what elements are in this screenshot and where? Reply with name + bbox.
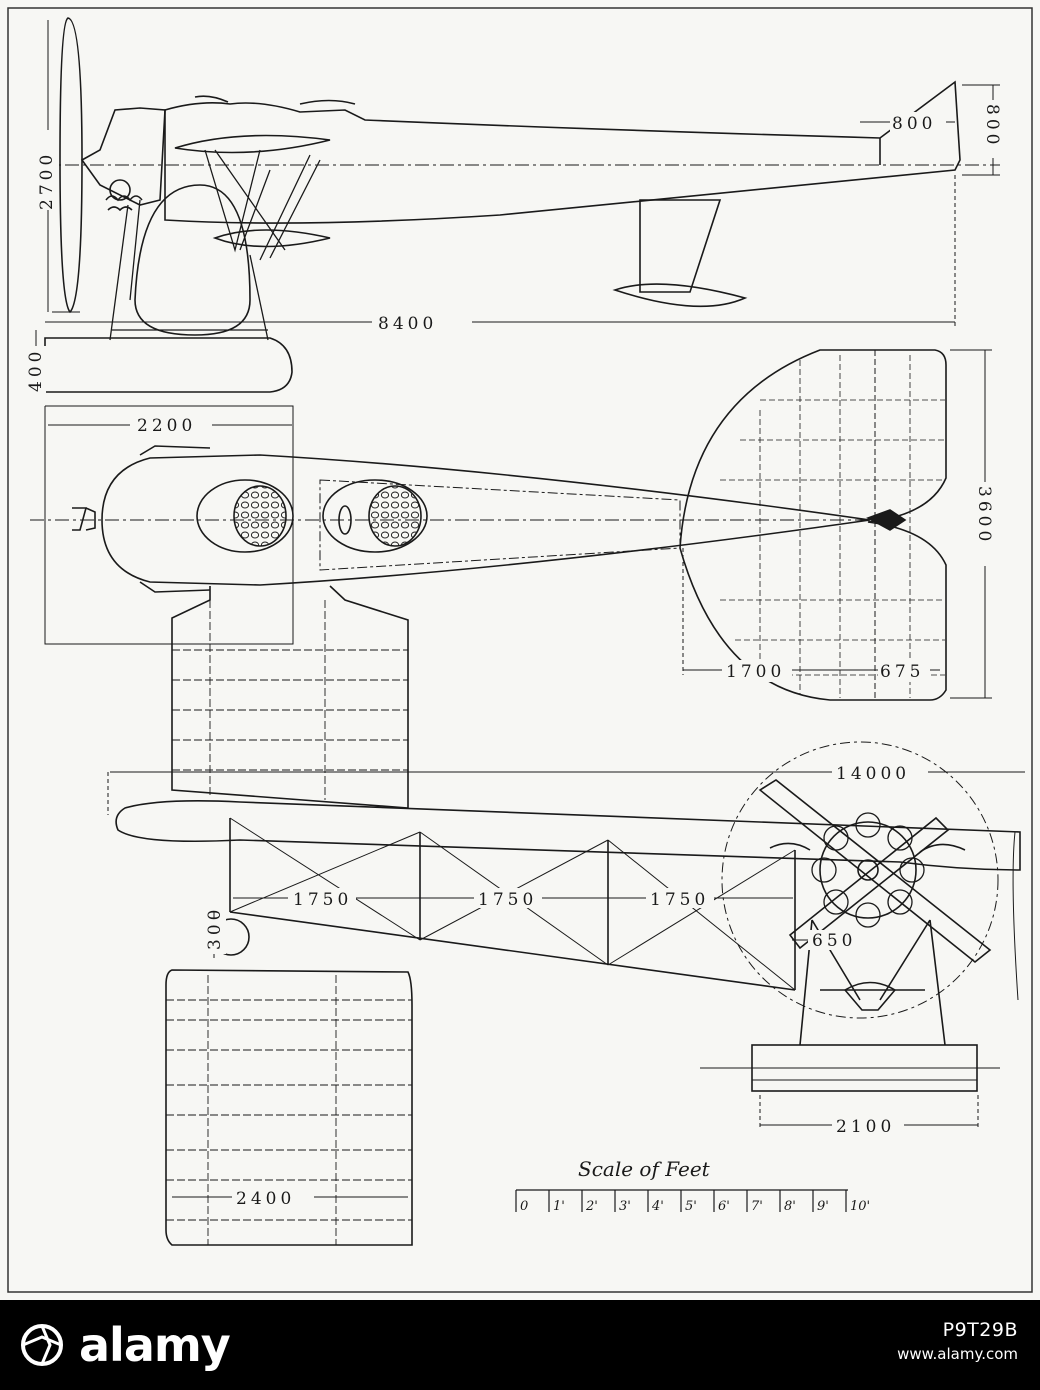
image-credit: P9T29B www.alamy.com — [897, 1318, 1018, 1364]
plan-dimension-labels: 2200 3600 1700 675 — [130, 414, 997, 682]
footer-bar: alamy P9T29B www.alamy.com — [0, 1300, 1040, 1390]
plan-nose-frame — [44, 405, 294, 645]
scale-tick-label: 8' — [784, 1199, 796, 1214]
scale-tick-label: 9' — [817, 1199, 829, 1214]
dim-label-400: 400 — [26, 348, 46, 392]
side-wheel-arch — [134, 184, 251, 336]
site-url: www.alamy.com — [897, 1344, 1018, 1363]
dim-label-2400: 2400 — [236, 1189, 295, 1209]
front-lower-spar — [229, 911, 796, 991]
plan-control-column — [338, 505, 352, 535]
dim-label-800-v: 800 — [982, 104, 1002, 148]
side-engine-cylinder — [109, 179, 131, 201]
dim-label-1750-c: 1750 — [650, 890, 709, 910]
front-engine-hub — [857, 859, 879, 881]
scale-tick-label: 10' — [850, 1199, 870, 1214]
plan-wing-ribs — [172, 600, 408, 800]
dim-label-675: 675 — [880, 662, 924, 682]
dim-label-8400: 8400 — [378, 314, 437, 334]
side-struts — [204, 149, 321, 261]
front-elevation — [115, 741, 1021, 1092]
front-wing-right-edge — [1012, 831, 1019, 1001]
side-wing-section — [174, 134, 331, 154]
dim-label-1750-b: 1750 — [478, 890, 537, 910]
dim-label-1750-a: 1750 — [293, 890, 352, 910]
plan-exhausts — [139, 445, 211, 593]
scale-title: Scale of Feet — [578, 1157, 711, 1181]
scale-of-feet: Scale of Feet 0 1' 2' 3' 4' 5' 6' 7' 8' 9' 10' — [515, 1157, 870, 1214]
side-tail-gear — [639, 199, 722, 293]
side-axle-fairing — [212, 229, 331, 248]
dim-label-2200: 2200 — [137, 416, 196, 436]
side-elevation — [40, 17, 1000, 393]
plan-dimensions — [48, 349, 992, 699]
front-propeller-blade-a — [758, 779, 992, 964]
plan-cockpit-front — [196, 479, 294, 553]
dim-label-2100: 2100 — [836, 1117, 895, 1137]
dim-label-3600: 3600 — [974, 486, 994, 545]
front-wing — [115, 800, 1021, 871]
image-id: P9T29B — [942, 1319, 1018, 1341]
dim-label-1700: 1700 — [726, 662, 785, 682]
front-gear-legs — [799, 919, 946, 1046]
wing-plan-panel — [165, 969, 413, 1246]
engineering-drawing: 2700 800 800 8400 400 — [0, 0, 1040, 1300]
side-float — [44, 337, 293, 393]
wing-panel-ribs — [166, 975, 412, 1245]
scale-tick-label: 0 — [520, 1199, 528, 1214]
front-float-lines — [700, 1067, 1000, 1081]
drawing-border — [7, 7, 1033, 1293]
wing-panel-outline — [165, 969, 413, 1246]
plan-view — [30, 349, 947, 809]
side-gear-legs — [109, 199, 269, 341]
front-skid — [843, 981, 897, 1011]
front-dimension-labels: 14000 1750 1750 1750 300 650 2100 2400 — [204, 762, 928, 1209]
scale-tick-label: 4' — [651, 1199, 664, 1214]
side-engine-cowl — [80, 107, 166, 206]
plan-tail-ribs — [720, 355, 945, 698]
scale-tick-label: 7' — [751, 1199, 763, 1214]
plan-wing — [171, 585, 409, 809]
plan-cockpit-rear-seat — [368, 485, 422, 547]
plan-cockpit-rear — [322, 479, 428, 553]
front-cabane — [769, 842, 966, 853]
aperture-icon — [20, 1323, 64, 1367]
front-struts — [229, 818, 796, 990]
front-engine-ring — [819, 821, 917, 919]
plan-rudder — [866, 509, 907, 531]
brand-name: alamy — [79, 1318, 231, 1372]
side-dimension-labels: 2700 800 800 8400 400 — [26, 100, 1005, 394]
three-view-drawing: 2700 800 800 8400 400 — [7, 7, 1033, 1293]
side-cylinder-fins — [105, 195, 143, 212]
scale-tick-label: 1' — [553, 1199, 565, 1214]
dim-label-800-h: 800 — [892, 114, 936, 134]
scale-tick-label: 3' — [619, 1199, 631, 1214]
alamy-logo: alamy — [20, 1318, 231, 1372]
plan-spinner — [72, 507, 96, 531]
side-cockpit-humps — [194, 95, 356, 105]
front-propeller-disc — [721, 741, 999, 1019]
dim-label-2700: 2700 — [37, 151, 57, 210]
side-dimensions — [35, 20, 1000, 392]
dim-label-300: 300 — [205, 906, 225, 950]
side-fuselage — [164, 80, 961, 224]
dim-label-650: 650 — [812, 931, 856, 951]
plan-fuselage-frame — [319, 479, 681, 571]
scale-tick-label: 5' — [685, 1199, 697, 1214]
front-propeller-blade-b — [788, 816, 950, 950]
side-tail-skid — [612, 283, 748, 308]
scale-ticks: 0 1' 2' 3' 4' 5' 6' 7' 8' 9' 10' — [515, 1190, 870, 1214]
plan-tailplane — [679, 349, 947, 701]
scale-tick-label: 6' — [718, 1199, 730, 1214]
scale-tick-label: 2' — [585, 1199, 598, 1214]
plan-cockpit-front-seat — [233, 485, 287, 547]
front-engine-cylinders — [811, 812, 925, 928]
dim-label-14000: 14000 — [836, 764, 910, 784]
